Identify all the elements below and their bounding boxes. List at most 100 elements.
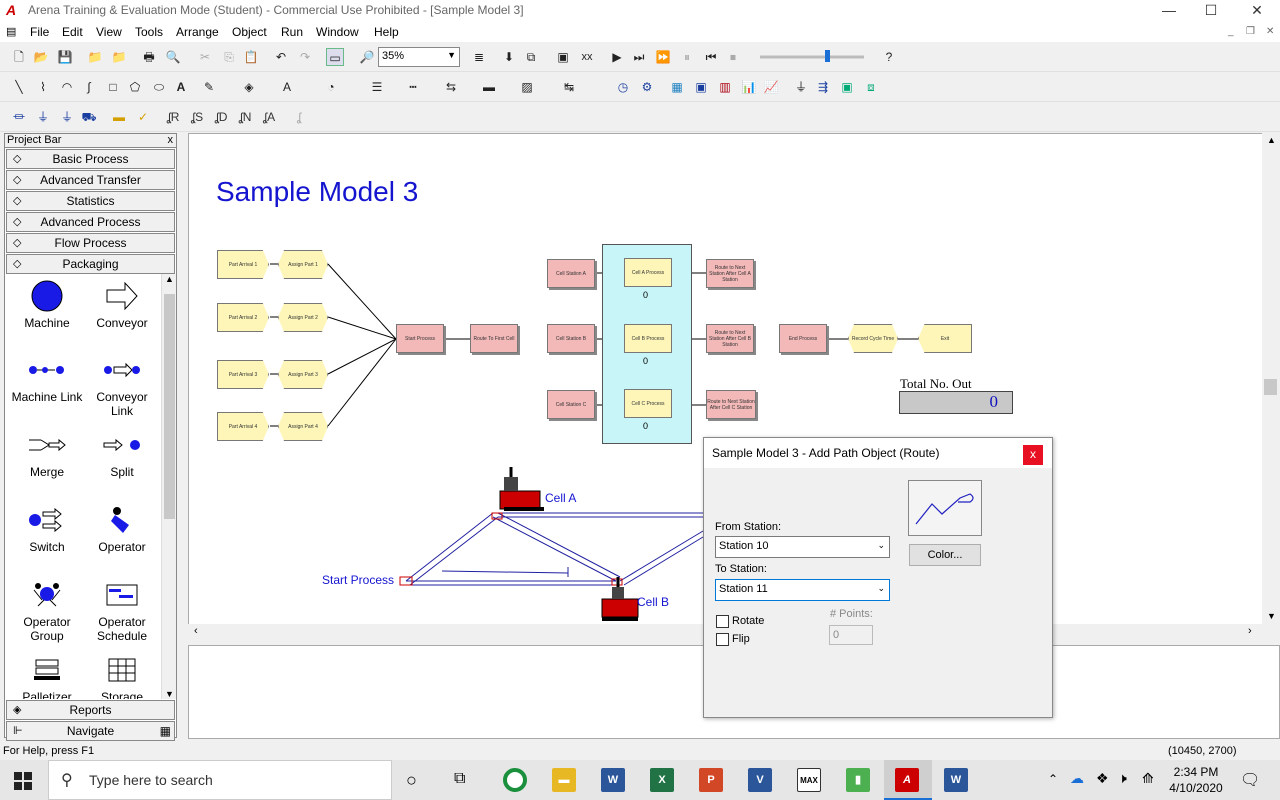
notifications-icon[interactable]: 🗨 — [1240, 772, 1261, 789]
taskbar-clock[interactable]: 2:34 PM 4/10/2020 — [1166, 764, 1226, 796]
polygon-icon[interactable]: ⬠ — [129, 80, 141, 94]
assign-module[interactable]: Assign Part 1 — [278, 250, 328, 279]
end-process-module[interactable]: End Process — [779, 324, 827, 353]
panel-advanced-process[interactable]: ◇Advanced Process — [6, 212, 175, 232]
route-module[interactable]: Route to Next Station After Cell C Stati… — [706, 390, 756, 419]
palette-operator-schedule[interactable]: Operator Schedule — [85, 579, 159, 643]
palette-conveyor[interactable]: Conveyor — [85, 280, 159, 330]
panel-advanced-transfer[interactable]: ◇Advanced Transfer — [6, 170, 175, 190]
process-module[interactable]: Cell C Process — [624, 389, 672, 418]
mdi-minimize-icon[interactable]: _ — [1228, 26, 1234, 37]
arrow-style-icon[interactable]: ⇆ — [445, 80, 457, 94]
line-style-icon[interactable]: ┅ — [409, 80, 417, 94]
scroll-down-icon[interactable]: ▼ — [1267, 611, 1276, 621]
scroll-right-icon[interactable]: › — [1248, 625, 1252, 637]
fill-color-icon[interactable]: ◈ — [244, 80, 254, 94]
show-dimensions-icon[interactable]: ↹ — [563, 80, 575, 94]
line-icon[interactable]: ╲ — [15, 80, 23, 94]
bezier-icon[interactable]: ∫ — [87, 80, 91, 94]
scrollbar-thumb[interactable] — [164, 294, 175, 519]
cut-icon[interactable]: ✂ — [199, 50, 211, 64]
mdi-close-icon[interactable]: ✕ — [1266, 26, 1275, 37]
scroll-down-icon[interactable]: ▼ — [165, 689, 174, 699]
go-icon[interactable]: ▶ — [612, 50, 622, 64]
step-icon[interactable]: ⏭ — [633, 50, 645, 64]
ellipse-icon[interactable]: ⬭ — [153, 80, 165, 94]
station-icon[interactable]: ⧈ — [867, 80, 875, 94]
color-button[interactable]: Color... — [909, 544, 981, 566]
breakpoint-icon[interactable]: xx — [581, 51, 593, 63]
scrollbar-thumb[interactable] — [1264, 379, 1277, 395]
route-icon[interactable]: ʆR — [166, 110, 180, 124]
panel-navigate[interactable]: ⊩Navigate▦ — [6, 721, 175, 741]
save-icon[interactable]: 💾 — [57, 50, 73, 64]
background-color-icon[interactable]: ◔ — [327, 80, 335, 94]
view-region-icon[interactable]: ▭ — [326, 48, 344, 66]
chrome-icon[interactable] — [503, 768, 527, 792]
doc-icon[interactable]: ▤ — [6, 26, 17, 38]
zoom-icon[interactable]: 🔎 — [359, 50, 375, 64]
onedrive-icon[interactable]: ☁ — [1070, 770, 1084, 786]
scroll-up-icon[interactable]: ▲ — [1267, 135, 1276, 145]
assign-module[interactable]: Assign Part 2 — [278, 303, 328, 332]
scroll-up-icon[interactable]: ▲ — [165, 274, 174, 284]
resource-icon[interactable]: ⏚ — [794, 80, 807, 94]
palette-split[interactable]: Split — [85, 429, 159, 479]
queue-icon[interactable]: 📈 — [763, 80, 779, 94]
palette-scrollbar[interactable]: ▲ ▼ — [161, 274, 176, 699]
layers-icon[interactable]: ≣ — [473, 50, 485, 64]
panel-basic-process[interactable]: ◇Basic Process — [6, 149, 175, 169]
distance-icon[interactable]: ʆD — [214, 110, 228, 124]
process-module[interactable]: Cell B Process — [624, 324, 672, 353]
menu-arrange[interactable]: Arrange — [176, 25, 219, 39]
panel-flow-process[interactable]: ◇Flow Process — [6, 233, 175, 253]
undo-icon[interactable]: ↶ — [275, 50, 287, 64]
dialog-close-button[interactable]: x — [1023, 445, 1043, 465]
fill-pattern-icon[interactable]: ▨ — [521, 80, 533, 94]
process-module[interactable]: Cell A Process — [624, 258, 672, 287]
level-icon[interactable]: ▣ — [695, 80, 707, 94]
maximize-button[interactable]: ☐ — [1204, 2, 1218, 18]
powerpoint-icon[interactable]: P — [699, 768, 723, 792]
dispose-module[interactable]: Exit — [918, 324, 972, 353]
global-icon[interactable]: ⇶ — [817, 80, 829, 94]
windows-start-icon[interactable] — [14, 772, 32, 790]
menu-window[interactable]: Window — [316, 25, 359, 39]
start-process-module[interactable]: Start Process — [396, 324, 444, 353]
menu-tools[interactable]: Tools — [135, 25, 164, 39]
menu-file[interactable]: File — [30, 25, 50, 39]
palette-storage[interactable]: Storage — [85, 654, 159, 699]
print-preview-icon[interactable]: 🔍 — [165, 50, 181, 64]
word-icon-2[interactable]: W — [944, 768, 968, 792]
animate-icon[interactable]: ▣ — [557, 50, 569, 64]
palette-operator[interactable]: Operator — [85, 504, 159, 554]
histogram-icon[interactable]: ▥ — [719, 80, 731, 94]
clock-icon[interactable]: ◷ — [617, 80, 629, 94]
date-icon[interactable]: ⚙ — [641, 80, 653, 94]
thumbnail-icon[interactable]: ▦ — [159, 724, 171, 738]
polyline-icon[interactable]: ⌇ — [40, 80, 46, 94]
flip-checkbox[interactable] — [716, 633, 729, 646]
menu-object[interactable]: Object — [232, 25, 267, 39]
create-module[interactable]: Part Arrival 2 — [217, 303, 269, 332]
to-station-dropdown[interactable]: Station 11 ⌄ — [715, 579, 890, 601]
line-color-icon[interactable]: ✎ — [203, 80, 215, 94]
task-view-icon[interactable]: ⧉ — [454, 770, 466, 787]
palette-palletizer[interactable]: Palletizer — [10, 654, 84, 699]
panel-statistics[interactable]: ◇Statistics — [6, 191, 175, 211]
paste-icon[interactable]: 📋 — [243, 50, 259, 64]
file-explorer-icon[interactable]: ▬ — [552, 768, 576, 792]
text-color-icon[interactable]: A — [282, 80, 291, 94]
arc-icon[interactable]: ◠ — [61, 80, 73, 94]
create-module[interactable]: Part Arrival 1 — [217, 250, 269, 279]
menu-run[interactable]: Run — [281, 25, 304, 39]
line-width-icon[interactable]: ☰ — [371, 80, 383, 94]
vertical-scrollbar[interactable]: ▲ ▼ — [1262, 133, 1280, 625]
submodel-down-icon[interactable]: ⬇ — [503, 50, 515, 64]
panel-packaging[interactable]: ◇Packaging — [6, 254, 175, 274]
stats-app-icon[interactable]: ▮ — [846, 768, 870, 792]
connect-icon[interactable]: ⧉ — [526, 50, 536, 64]
segment-icon[interactable]: ʆS — [190, 110, 204, 124]
start-over-icon[interactable]: ⏮ — [705, 50, 717, 64]
menu-edit[interactable]: Edit — [62, 25, 83, 39]
